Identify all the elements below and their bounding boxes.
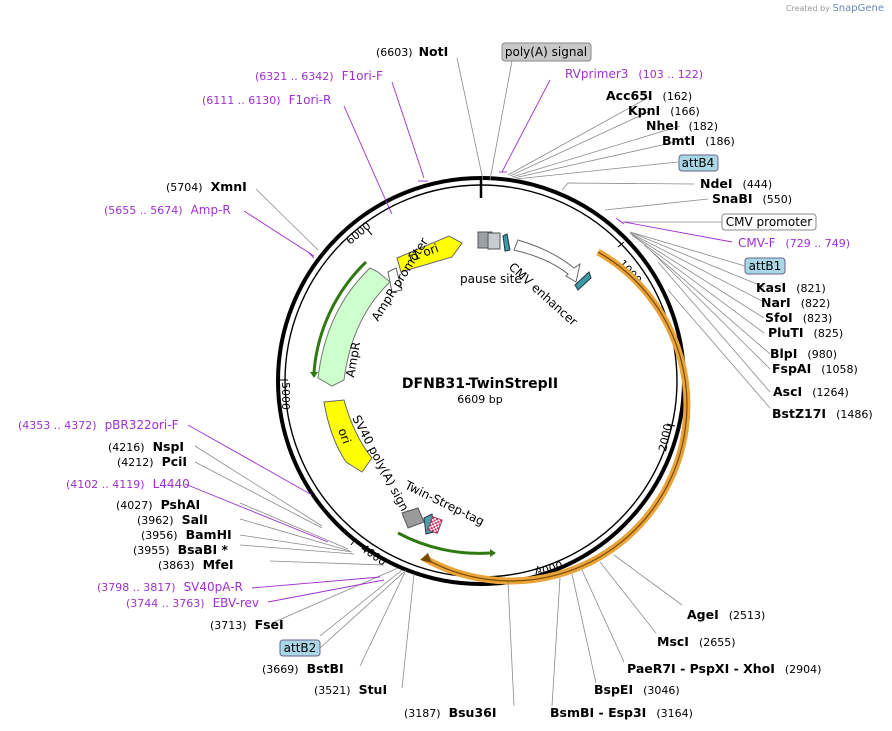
site-sfoi: SfoI(823) — [765, 310, 832, 325]
site-ndei: NdeI(444) — [700, 176, 772, 191]
site-pshai: (4027)PshAI — [116, 497, 200, 512]
primer-l4440: (4102 .. 4119)L4440 — [66, 477, 190, 491]
primer-f1ori-r: (6111 .. 6130)F1ori-R — [202, 93, 331, 107]
cmv-promoter-box-label: CMV promoter — [726, 215, 813, 229]
tick-2000: 2000 — [656, 423, 675, 453]
site-nhei: NheI(182) — [646, 118, 718, 133]
site-kasi: KasI(821) — [756, 280, 826, 295]
site-fspai: FspAI(1058) — [772, 361, 858, 376]
site-msci: MscI(2655) — [657, 634, 736, 649]
site-paer7i: PaeR7I - PspXI - XhoI(2904) — [627, 661, 821, 676]
site-nspi: (4216)NspI — [108, 439, 184, 454]
snapgene-logo: SnapGene — [832, 3, 884, 14]
site-bspei: BspEI(3046) — [594, 682, 680, 697]
site-bsabi: (3955)BsaBI * — [133, 542, 229, 557]
ori-label: ori — [335, 426, 353, 445]
attb1-label: attB1 — [749, 259, 782, 273]
tick-5000: 5000 — [279, 382, 292, 410]
plasmid-name: DFNB31-TwinStrepII — [402, 376, 558, 392]
box-cmv-promoter: CMV promoter — [721, 213, 817, 231]
primer-rvprimer3: RVprimer3(103 .. 122) — [565, 67, 703, 81]
site-kpni: KpnI(166) — [628, 103, 700, 118]
site-bsmbi: BsmBI - Esp3I(3164) — [550, 705, 693, 720]
site-asci: AscI(1264) — [773, 384, 849, 399]
twin-strep-arrow — [397, 531, 491, 555]
ampr-label: AmpR — [343, 341, 363, 379]
site-acc65i: Acc65I(162) — [606, 88, 692, 103]
site-bmti: BmtI(186) — [662, 133, 735, 148]
site-blpi: BlpI(980) — [770, 346, 837, 361]
feature-pause-site: pause site — [460, 231, 522, 286]
site-snabi: SnaBI(550) — [712, 191, 792, 206]
primer-amp-r: (5655 .. 5674)Amp-R — [104, 203, 231, 217]
site-xmni: (5704)XmnI — [166, 179, 247, 194]
site-leader-lines — [194, 57, 771, 707]
feature-ori: ori — [323, 399, 373, 473]
site-pcli: (4212)PciI — [117, 454, 187, 469]
site-bstz17i: BstZ17I(1486) — [772, 406, 873, 421]
tick-6000: 6000 — [344, 219, 374, 247]
primer-pbr322ori-f: (4353 .. 4372)pBR322ori-F — [18, 418, 179, 432]
box-attb4: attB4 — [678, 154, 719, 172]
primer-ebv-rev: (3744 .. 3763)EBV-rev — [126, 596, 259, 610]
attb2-label: attB2 — [284, 641, 317, 655]
pause-site-label: pause site — [460, 272, 522, 286]
primer-cmv-f: CMV-F(729 .. 749) — [738, 236, 850, 250]
snapgene-credit: Created by SnapGene — [786, 3, 884, 14]
primer-leader-lines — [184, 79, 733, 603]
primer-f1ori-f: (6321 .. 6342)F1ori-F — [255, 69, 383, 83]
credit-prefix: Created by — [785, 4, 830, 13]
insert-arrowhead — [420, 553, 432, 563]
site-noti: (6603)NotI — [376, 44, 448, 59]
site-stui: (3521)StuI — [314, 682, 387, 697]
box-attb1: attB1 — [744, 257, 786, 275]
site-fsei: (3713)FseI — [210, 617, 284, 632]
attb4-label: attB4 — [682, 156, 715, 170]
feature-sv40-block — [401, 507, 443, 535]
primer-sv40pa-r: (3798 .. 3817)SV40pA-R — [97, 580, 243, 594]
site-mfei: (3863)MfeI — [158, 557, 234, 572]
box-attb2: attB2 — [279, 639, 321, 657]
site-bamhi: (3956)BamHI — [141, 527, 232, 542]
site-bsu36i: (3187)Bsu36I — [404, 705, 497, 720]
site-pluti: PluTI(825) — [768, 325, 843, 340]
site-agei: AgeI(2513) — [687, 607, 765, 622]
site-bstbi: (3669)BstBI — [262, 661, 344, 676]
plasmid-length: 6609 bp — [457, 393, 502, 406]
enzyme-labels: (6603)NotI Acc65I(162) KpnI(166) NheI(18… — [108, 44, 873, 720]
box-polya: poly(A) signal — [501, 42, 592, 62]
ampr-outer-arrow — [312, 260, 368, 373]
primer-labels: RVprimer3(103 .. 122) (6321 .. 6342)F1or… — [18, 67, 850, 610]
feature-ampr: AmpR — [317, 267, 391, 387]
polya-box-label: poly(A) signal — [505, 45, 587, 59]
site-nari: NarI(822) — [761, 295, 830, 310]
site-sali: (3962)SalI — [137, 512, 208, 527]
